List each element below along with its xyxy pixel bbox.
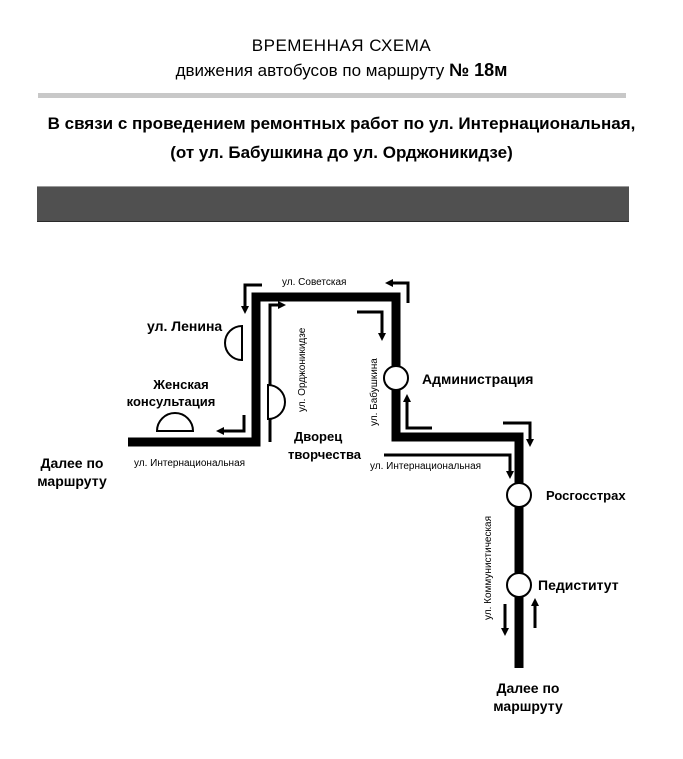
- continue-bottom-1: Далее по: [497, 680, 560, 696]
- stop-label-dvorets-1: Дворец: [294, 429, 342, 444]
- arrow-left-ground: [216, 415, 246, 435]
- stop-marker-dvorets: [267, 383, 286, 421]
- separator-rule: [38, 93, 626, 98]
- arrow-up-administratsiya: [403, 394, 432, 430]
- title-line-2: движения автобусов по маршруту № 18м: [0, 60, 683, 81]
- stop-marker-rosgosstrakh: [506, 482, 532, 508]
- street-sovetskaya: ул. Советская: [282, 277, 346, 288]
- notice-line-1: В связи с проведением ремонтных работ по…: [47, 114, 636, 133]
- stop-marker-zhenskaya: [155, 412, 195, 432]
- stop-label-zhenskaya-2: консультация: [127, 394, 216, 409]
- route-number: № 18м: [449, 60, 508, 80]
- dark-band: [37, 186, 629, 221]
- arrow-up-ordzhonikidze: [268, 301, 286, 442]
- stop-label-administratsiya: Администрация: [422, 371, 533, 387]
- street-internatsionalnaya-left: ул. Интернациональная: [134, 458, 245, 469]
- continue-bottom-2: маршруту: [493, 698, 563, 714]
- stop-label-rosgosstrakh: Росгосстрах: [546, 488, 626, 503]
- arrow-down-babushkina: [357, 310, 386, 341]
- arrow-right-internatsionalnaya: [384, 453, 514, 479]
- stop-label-zhenskaya-1: Женская: [152, 377, 208, 392]
- stop-marker-lenina: [224, 324, 243, 362]
- continue-left-1: Далее по: [41, 455, 104, 471]
- stop-marker-administratsiya: [383, 365, 409, 391]
- street-internatsionalnaya-right: ул. Интернациональная: [370, 461, 481, 472]
- stop-label-dvorets-2: творчества: [288, 447, 362, 462]
- stop-label-pedinstitut: Педиститут: [538, 577, 619, 593]
- title-line-1: ВРЕМЕННАЯ СХЕМА: [251, 36, 432, 55]
- arrow-top-right-left: [385, 279, 410, 303]
- notice-line-2: (от ул. Бабушкина до ул. Орджоникидзе): [170, 143, 513, 162]
- title-line-2-text: движения автобусов по маршруту: [175, 61, 449, 80]
- stop-marker-pedinstitut: [506, 572, 532, 598]
- arrow-top-left-down: [241, 283, 262, 314]
- arrow-corner-right: [503, 421, 534, 447]
- stop-label-lenina: ул. Ленина: [147, 318, 222, 334]
- street-ordzhonikidze: ул. Орджоникидзе: [297, 327, 308, 412]
- street-babushkina: ул. Бабушкина: [368, 358, 380, 426]
- continue-left-2: маршруту: [37, 473, 107, 489]
- street-kommunisticheskaya: ул. Коммунистическая: [483, 516, 494, 620]
- route-line: [128, 292, 524, 668]
